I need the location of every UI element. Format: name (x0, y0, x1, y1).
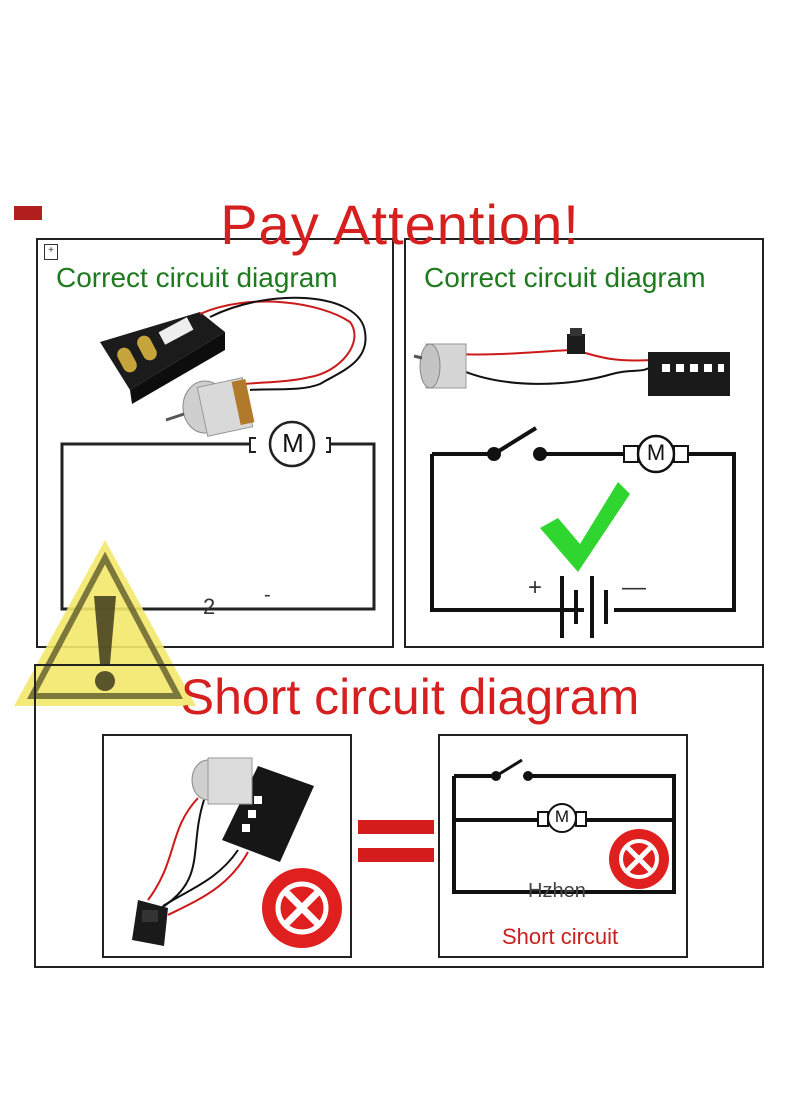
motor-symbol-right (636, 434, 676, 474)
right-photo (413, 328, 730, 396)
motor-letter-left: M (282, 428, 304, 458)
panel-correct-right (404, 238, 764, 648)
left-panel-heading: Correct circuit diagram (56, 262, 338, 293)
motor-letter-right: M (646, 440, 666, 465)
panel-correct-left (36, 238, 394, 648)
battery-holder-icon (100, 312, 225, 404)
right-panel-heading: Correct circuit diagram (424, 262, 706, 293)
right-schematic (430, 426, 736, 638)
left-schematic (60, 420, 376, 611)
short-photo-box (102, 734, 352, 958)
switch-icon (567, 328, 585, 354)
motor-icon (413, 343, 467, 389)
cross-circle-icon (262, 868, 342, 948)
left-photo (100, 296, 367, 437)
pay-attention-title: Pay Attention! (220, 193, 580, 256)
watermark-text: Hzhen (528, 880, 586, 902)
motor-symbol-left (268, 420, 316, 468)
cross-circle-icon (609, 829, 669, 889)
battery-holder-icon (222, 766, 314, 862)
battery-label-minus: - (264, 584, 271, 606)
switch-icon (132, 900, 168, 946)
battery-label-2: 2 (203, 594, 216, 619)
motor-letter-short: M (554, 807, 570, 826)
motor-symbol-short (547, 803, 577, 833)
plus-label: + (528, 574, 543, 601)
panel-corner-icon: + (44, 244, 58, 260)
short-schematic-box (438, 734, 688, 958)
minus-label: — (622, 574, 646, 601)
short-schematic (452, 758, 676, 894)
equals-icon (358, 820, 434, 862)
corner-marker (14, 206, 42, 220)
panel-short-circuit (34, 664, 764, 968)
short-circuit-title: Short circuit diagram (180, 669, 640, 725)
motor-icon (165, 377, 255, 437)
battery-symbol-icon (560, 576, 608, 638)
battery-holder-icon (648, 352, 730, 396)
short-circuit-caption: Short circuit (502, 924, 619, 949)
motor-icon (191, 757, 253, 805)
check-mark-icon (540, 482, 630, 572)
short-photo (132, 757, 314, 946)
